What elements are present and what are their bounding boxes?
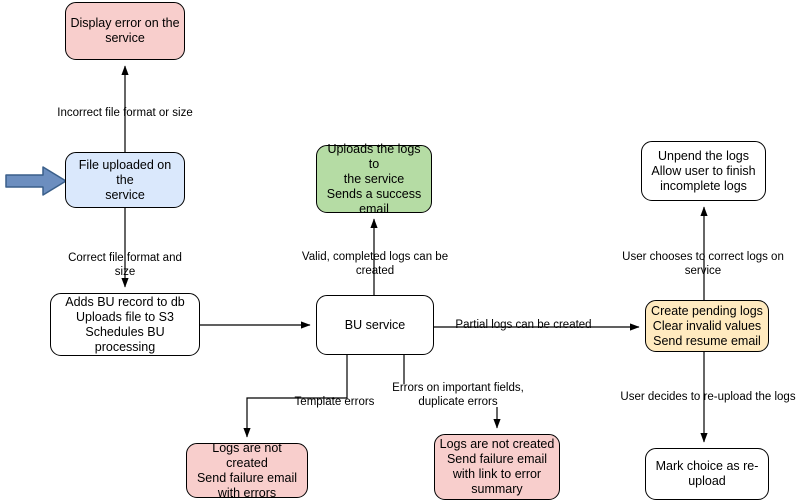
edge-label-errors-important-fields: Errors on important fields, duplicate er… bbox=[392, 382, 524, 408]
node-unpend-logs[interactable]: Unpend the logs Allow user to finish inc… bbox=[641, 141, 766, 201]
edge-label-incorrect-file-format: Incorrect file format or size bbox=[57, 107, 193, 119]
node-logs-not-created-template[interactable]: Logs are not created Send failure email … bbox=[186, 441, 308, 500]
edge-label-user-decides-reupload: User decides to re-upload the logs bbox=[620, 391, 796, 403]
edge-label-valid-completed-logs: Valid, completed logs can be created bbox=[301, 251, 449, 277]
node-logs-not-created-summary[interactable]: Logs are not created Send failure email … bbox=[434, 434, 560, 500]
edge-label-correct-file-format: Correct file format and size bbox=[68, 252, 182, 278]
start-flow-arrow bbox=[5, 166, 67, 196]
node-adds-bu-record[interactable]: Adds BU record to db Uploads file to S3 … bbox=[50, 293, 200, 356]
edge-label-partial-logs: Partial logs can be created bbox=[455, 319, 592, 331]
edge-label-user-chooses-correct: User chooses to correct logs on service bbox=[622, 251, 784, 277]
node-display-error[interactable]: Display error on the service bbox=[65, 2, 185, 60]
node-create-pending-logs[interactable]: Create pending logs Clear invalid values… bbox=[645, 300, 769, 352]
node-file-uploaded[interactable]: File uploaded on the service bbox=[65, 152, 185, 208]
edge-label-template-errors: Template errors bbox=[294, 396, 375, 408]
node-mark-choice-reupload[interactable]: Mark choice as re- upload bbox=[645, 448, 769, 500]
node-uploads-logs[interactable]: Uploads the logs to the service Sends a … bbox=[316, 142, 432, 216]
node-bu-service[interactable]: BU service bbox=[316, 295, 434, 355]
